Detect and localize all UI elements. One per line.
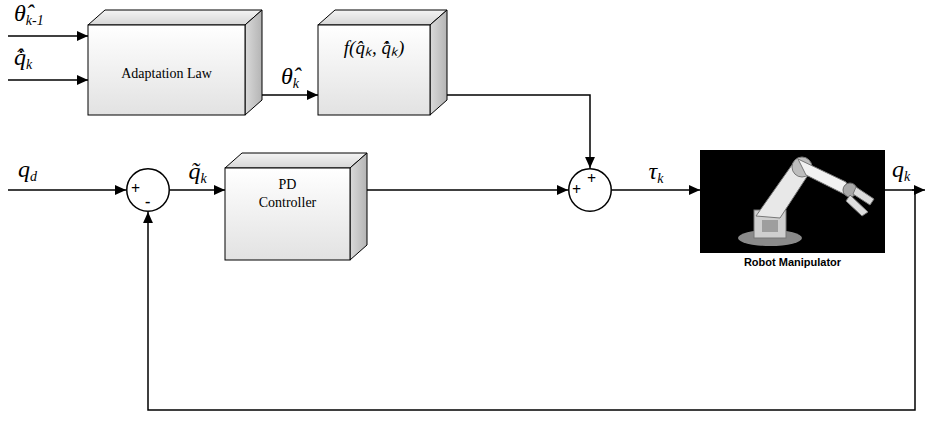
signal-arrow [447, 95, 590, 168]
connector-group [148, 95, 915, 410]
sign-label: - [145, 194, 150, 210]
summing-junction: ++ [568, 168, 612, 212]
signal-label: qk [890, 156, 912, 185]
sign-label: + [131, 181, 140, 197]
signal-label: τk [647, 158, 666, 187]
box-label: PD Controller [259, 176, 317, 212]
box-top-face [225, 153, 367, 168]
box-side-face [430, 10, 447, 115]
signal-label: qd [16, 156, 39, 185]
sign-label: + [587, 171, 596, 187]
robot-box: Robot Manipulator [700, 150, 885, 269]
signal-arrow [170, 189, 225, 191]
box-outline [88, 10, 264, 117]
box-front-face [318, 25, 430, 115]
sign-label: + [572, 182, 581, 198]
signal-label: q̃k [186, 158, 208, 187]
box-front-face [88, 25, 245, 115]
robot-part [853, 187, 874, 205]
signal-arrow [367, 189, 568, 191]
box-label: f(q̂ₖ, q̂̇ₖ) [344, 37, 404, 60]
robot-illustration [700, 150, 885, 253]
image-ground [700, 150, 885, 253]
signal-label: q̂̇k [12, 44, 34, 73]
box-top-face [88, 10, 262, 25]
signal-arrow [262, 94, 318, 96]
signal-arrow [612, 189, 700, 191]
box-top-face [318, 10, 447, 25]
signal-label: θ̂k [279, 63, 301, 92]
input-arrow [8, 35, 88, 37]
box-side-face [350, 153, 367, 260]
box-front-face [225, 168, 350, 260]
process-box: f(q̂ₖ, q̂̇ₖ) [318, 25, 430, 115]
box-outline [318, 10, 449, 117]
caption-label: Robot Manipulator [700, 256, 885, 269]
junction-circle [127, 169, 170, 212]
summing-junction: +- [126, 168, 170, 212]
signal-label: θ̂k-1 [12, 0, 46, 29]
process-box: Adaptation Law [88, 25, 245, 115]
input-arrow [8, 189, 126, 191]
box-label: Adaptation Law [121, 66, 212, 83]
box-side-face [245, 10, 262, 115]
process-box: PD Controller [225, 168, 350, 260]
junction-circle [569, 169, 612, 212]
input-arrow [8, 79, 88, 81]
robot-part [762, 220, 778, 232]
